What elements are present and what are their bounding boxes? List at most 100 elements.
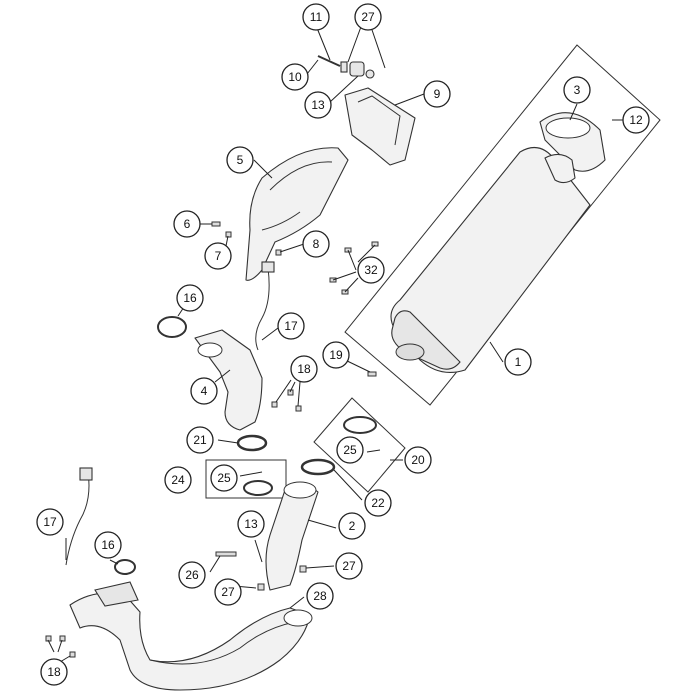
callout-circle: [164, 466, 192, 494]
callout-c28: 28: [306, 582, 334, 610]
leader-22: [333, 469, 363, 501]
callout-c4: 4: [190, 377, 218, 405]
leader-25a: [366, 449, 381, 453]
callout-label: 10: [288, 70, 302, 84]
callout-label: 28: [313, 589, 327, 603]
leader-27a: [347, 23, 386, 69]
callout-circle: [423, 80, 451, 108]
callout-label: 16: [101, 538, 115, 552]
clamp-20: [343, 416, 377, 434]
callout-circle: [336, 436, 364, 464]
callout-label: 27: [342, 559, 356, 573]
callout-circle: [302, 230, 330, 258]
callout-c16b: 16: [94, 531, 122, 559]
leader-17a: [261, 327, 279, 341]
callout-c8: 8: [302, 230, 330, 258]
nut-27b: [257, 583, 265, 591]
callout-circle: [186, 426, 214, 454]
leader-5: [253, 159, 273, 179]
callout-c10: 10: [281, 63, 309, 91]
callout-c20: 20: [404, 446, 432, 474]
header-inner-tube: [149, 621, 296, 665]
screw-6: [211, 221, 221, 227]
end-cap-opening: [545, 117, 591, 139]
bolt-26: [215, 551, 237, 557]
leader-13b: [254, 539, 263, 563]
callout-label: 1: [515, 355, 522, 369]
callout-label: 18: [47, 665, 61, 679]
sensor-connector-lower: [79, 467, 93, 481]
callout-label: 18: [297, 362, 311, 376]
leader-28: [289, 596, 305, 609]
leader-26: [209, 555, 221, 573]
leader-13a: [329, 75, 359, 103]
callout-c13b: 13: [237, 510, 265, 538]
callout-c11: 11: [302, 3, 330, 31]
callout-c27c: 27: [335, 552, 363, 580]
callout-circle: [214, 578, 242, 606]
callout-circle: [210, 464, 238, 492]
clamp-box-20: [313, 397, 406, 493]
callout-label: 24: [171, 473, 185, 487]
nut-18f: [69, 651, 76, 658]
nut-18e: [59, 635, 66, 642]
callout-label: 21: [193, 433, 207, 447]
callout-circle: [563, 76, 591, 104]
gasket-upper: [157, 316, 187, 338]
callout-circle: [302, 3, 330, 31]
callout-circle: [306, 582, 334, 610]
nut-18a: [271, 401, 278, 408]
leader-32: [332, 244, 376, 293]
leader-7: [225, 235, 229, 247]
sensor-connector-upper: [261, 261, 275, 273]
callout-c18a: 18: [290, 355, 318, 383]
callout-c1: 1: [504, 348, 532, 376]
muffler-end-cone: [391, 310, 461, 370]
nut-18c: [295, 405, 302, 412]
gasket-lower: [114, 559, 136, 575]
callout-label: 3: [574, 83, 581, 97]
callout-circle: [304, 91, 332, 119]
muffler-body: [390, 146, 591, 373]
callout-circle: [364, 489, 392, 517]
leader-27c: [305, 565, 335, 569]
washer-8: [275, 249, 282, 256]
leader-4: [214, 369, 231, 383]
nut: [365, 69, 375, 79]
callout-circle: [237, 510, 265, 538]
clamp-box-24: [205, 459, 287, 499]
callout-c24: 24: [164, 466, 192, 494]
callout-circle: [94, 531, 122, 559]
callout-c27b: 27: [214, 578, 242, 606]
callout-circle: [178, 561, 206, 589]
screw-32b: [371, 241, 379, 247]
nut-7: [225, 231, 232, 238]
link-pipe: [265, 483, 319, 591]
muffler-inlet: [395, 343, 425, 361]
callout-c16a: 16: [176, 284, 204, 312]
callout-c2: 2: [338, 512, 366, 540]
callout-circle: [354, 3, 382, 31]
leader-1: [489, 341, 504, 363]
header-pipe: [69, 592, 311, 691]
o2-sensor-upper: [255, 267, 270, 351]
o2-sensor-lower: [65, 471, 90, 566]
callout-c12: 12: [622, 106, 650, 134]
callout-c25a: 25: [336, 436, 364, 464]
bolt-19: [367, 371, 377, 377]
callout-circle: [281, 63, 309, 91]
leader-16b: [109, 559, 119, 565]
callout-circle: [190, 377, 218, 405]
nut-27c: [299, 565, 307, 573]
callout-circle: [357, 256, 385, 284]
callout-circle: [335, 552, 363, 580]
clamp-24: [243, 480, 273, 496]
callout-label: 17: [284, 319, 298, 333]
callout-c9: 9: [423, 80, 451, 108]
muffler-tip: [544, 153, 576, 184]
callout-c21: 21: [186, 426, 214, 454]
callout-label: 5: [237, 153, 244, 167]
